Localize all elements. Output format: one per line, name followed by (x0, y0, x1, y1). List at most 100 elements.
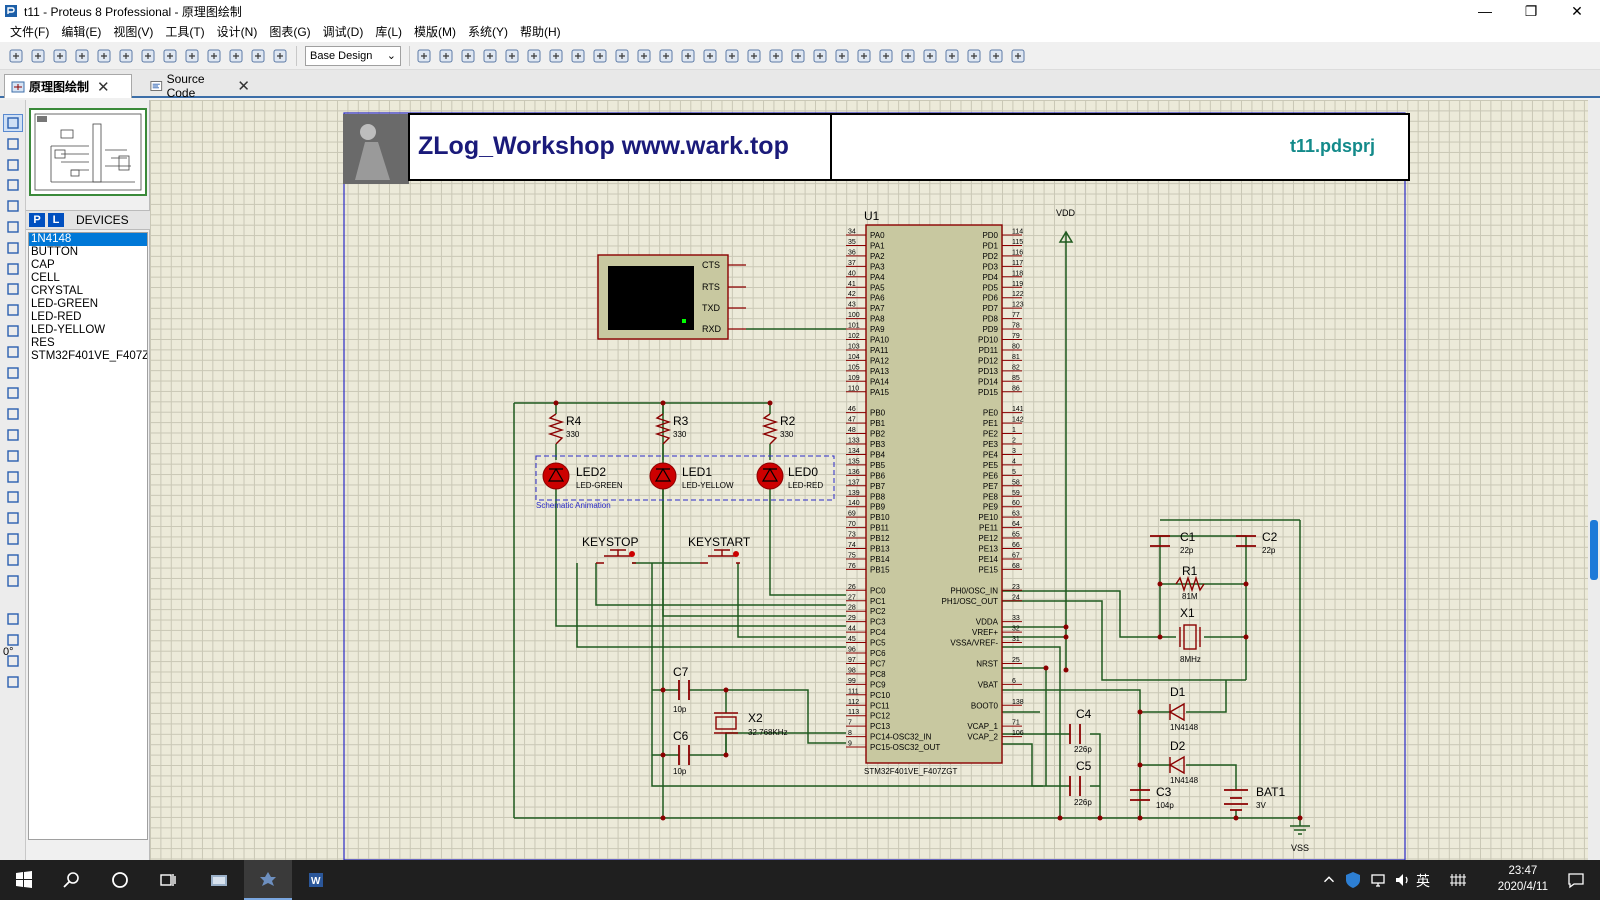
tape-recorder-icon[interactable] (3, 322, 23, 340)
new-sheet-icon[interactable] (942, 46, 962, 66)
make-device-icon[interactable] (810, 46, 830, 66)
cut-icon[interactable] (634, 46, 654, 66)
menu-debug[interactable]: 调试(D) (322, 25, 364, 39)
open-folder-icon[interactable] (28, 46, 48, 66)
device-pin-icon[interactable] (3, 280, 23, 298)
3d-view-icon[interactable] (182, 46, 202, 66)
ime-mode-button[interactable] (1446, 860, 1470, 900)
taskbar-app-explorer[interactable] (196, 860, 242, 900)
box-icon[interactable] (3, 447, 23, 465)
origin-icon[interactable] (458, 46, 478, 66)
menu-file[interactable]: 文件(F) (10, 25, 50, 39)
redo-icon[interactable] (612, 46, 632, 66)
export-icon[interactable] (1008, 46, 1028, 66)
save-icon[interactable] (50, 46, 70, 66)
ime-indicator[interactable]: 英 (1416, 873, 1430, 889)
show-hidden-icons-button[interactable] (1320, 860, 1338, 900)
device-list-item[interactable]: STM32F401VE_F407ZGT (31, 350, 147, 362)
device-list-item[interactable]: CAP (31, 259, 55, 271)
bus-icon[interactable] (3, 218, 23, 236)
terminals-icon[interactable] (3, 260, 23, 278)
device-list-item[interactable]: LED-YELLOW (31, 324, 106, 336)
device-list-item[interactable]: LED-RED (31, 311, 82, 323)
task-view-button[interactable] (148, 860, 188, 900)
copy-icon[interactable] (656, 46, 676, 66)
device-list-item[interactable]: LED-GREEN (31, 298, 99, 310)
menu-tools[interactable]: 工具(T) (165, 25, 205, 39)
import-icon[interactable] (72, 46, 92, 66)
schematic-capture-icon[interactable] (116, 46, 136, 66)
device-list-item[interactable]: BUTTON (31, 246, 79, 258)
tab-source-code[interactable]: Source Code ✕ (144, 72, 256, 100)
wire-label-icon[interactable] (3, 176, 23, 194)
search-icon[interactable] (898, 46, 918, 66)
taskbar-clock[interactable]: 23:47 2020/4/11 (1498, 863, 1548, 895)
rotate-cw-icon[interactable] (3, 610, 23, 628)
pick-devices-button[interactable]: P (29, 213, 45, 227)
menu-edit[interactable]: 编辑(E) (61, 25, 102, 39)
action-center-button[interactable] (1556, 860, 1596, 900)
search-button[interactable] (52, 860, 92, 900)
text-icon[interactable] (3, 530, 23, 548)
menu-system[interactable]: 系统(Y) (468, 25, 508, 39)
line-icon[interactable] (3, 426, 23, 444)
menu-view[interactable]: 视图(V) (113, 25, 154, 39)
zoom-out-icon[interactable] (524, 46, 544, 66)
close-icon[interactable]: ✕ (97, 78, 110, 96)
delete-sheet-icon[interactable] (964, 46, 984, 66)
flip-vertical-icon[interactable] (3, 673, 23, 691)
device-list-item[interactable]: RES (31, 337, 55, 349)
graph-icon[interactable] (3, 301, 23, 319)
start-button[interactable] (4, 860, 44, 900)
menu-help[interactable]: 帮助(H) (520, 25, 561, 39)
maximize-button[interactable]: ❐ (1524, 3, 1538, 19)
device-list-item[interactable]: CELL (31, 272, 60, 284)
defender-tray-button[interactable] (1342, 860, 1364, 900)
design-select[interactable]: Base Design ⌄ (305, 45, 401, 66)
design-explorer-icon[interactable] (226, 46, 246, 66)
overview-window[interactable] (29, 108, 147, 196)
junction-dot-icon[interactable] (3, 156, 23, 174)
block-delete-icon[interactable] (766, 46, 786, 66)
help-icon[interactable] (270, 46, 290, 66)
grid-icon[interactable] (436, 46, 456, 66)
refresh-icon[interactable] (414, 46, 434, 66)
voltage-probe-icon[interactable] (3, 364, 23, 382)
gerber-icon[interactable] (160, 46, 180, 66)
taskbar-app-word[interactable]: W (294, 860, 338, 900)
pan-icon[interactable] (480, 46, 500, 66)
rotate-ccw-icon[interactable] (3, 631, 23, 649)
property-tool-icon[interactable] (920, 46, 940, 66)
close-button[interactable]: ✕ (1571, 3, 1583, 19)
flip-horizontal-icon[interactable] (3, 652, 23, 670)
new-file-icon[interactable] (6, 46, 26, 66)
goto-sheet-icon[interactable] (986, 46, 1006, 66)
block-rotate-icon[interactable] (744, 46, 764, 66)
volume-tray-button[interactable] (1392, 860, 1414, 900)
home-icon[interactable] (94, 46, 114, 66)
network-tray-button[interactable] (1368, 860, 1390, 900)
generator-icon[interactable] (3, 343, 23, 361)
block-move-icon[interactable] (722, 46, 742, 66)
arc-icon[interactable] (3, 488, 23, 506)
virtual-instrument-icon[interactable] (3, 405, 23, 423)
device-list-item[interactable]: CRYSTAL (31, 285, 83, 297)
undo-icon[interactable] (590, 46, 610, 66)
minimize-button[interactable]: — (1478, 3, 1492, 19)
pdf-icon[interactable] (248, 46, 268, 66)
menu-template[interactable]: 模版(M) (414, 25, 456, 39)
scrollbar-thumb[interactable] (1590, 520, 1598, 580)
packaging-icon[interactable] (832, 46, 852, 66)
menu-library[interactable]: 库(L) (375, 25, 402, 39)
schematic-canvas[interactable]: ZLog_Workshop www.wark.top t11.pdsprj (150, 100, 1600, 860)
bom-icon[interactable] (204, 46, 224, 66)
rotation-readout[interactable]: 0° (3, 646, 14, 658)
zoom-area-icon[interactable] (568, 46, 588, 66)
cortana-button[interactable] (100, 860, 140, 900)
decompose-icon[interactable] (854, 46, 874, 66)
current-probe-icon[interactable] (3, 384, 23, 402)
tab-schematic-capture[interactable]: 原理图绘制 ✕ (4, 74, 132, 98)
paste-icon[interactable] (678, 46, 698, 66)
pick-device-icon[interactable] (788, 46, 808, 66)
